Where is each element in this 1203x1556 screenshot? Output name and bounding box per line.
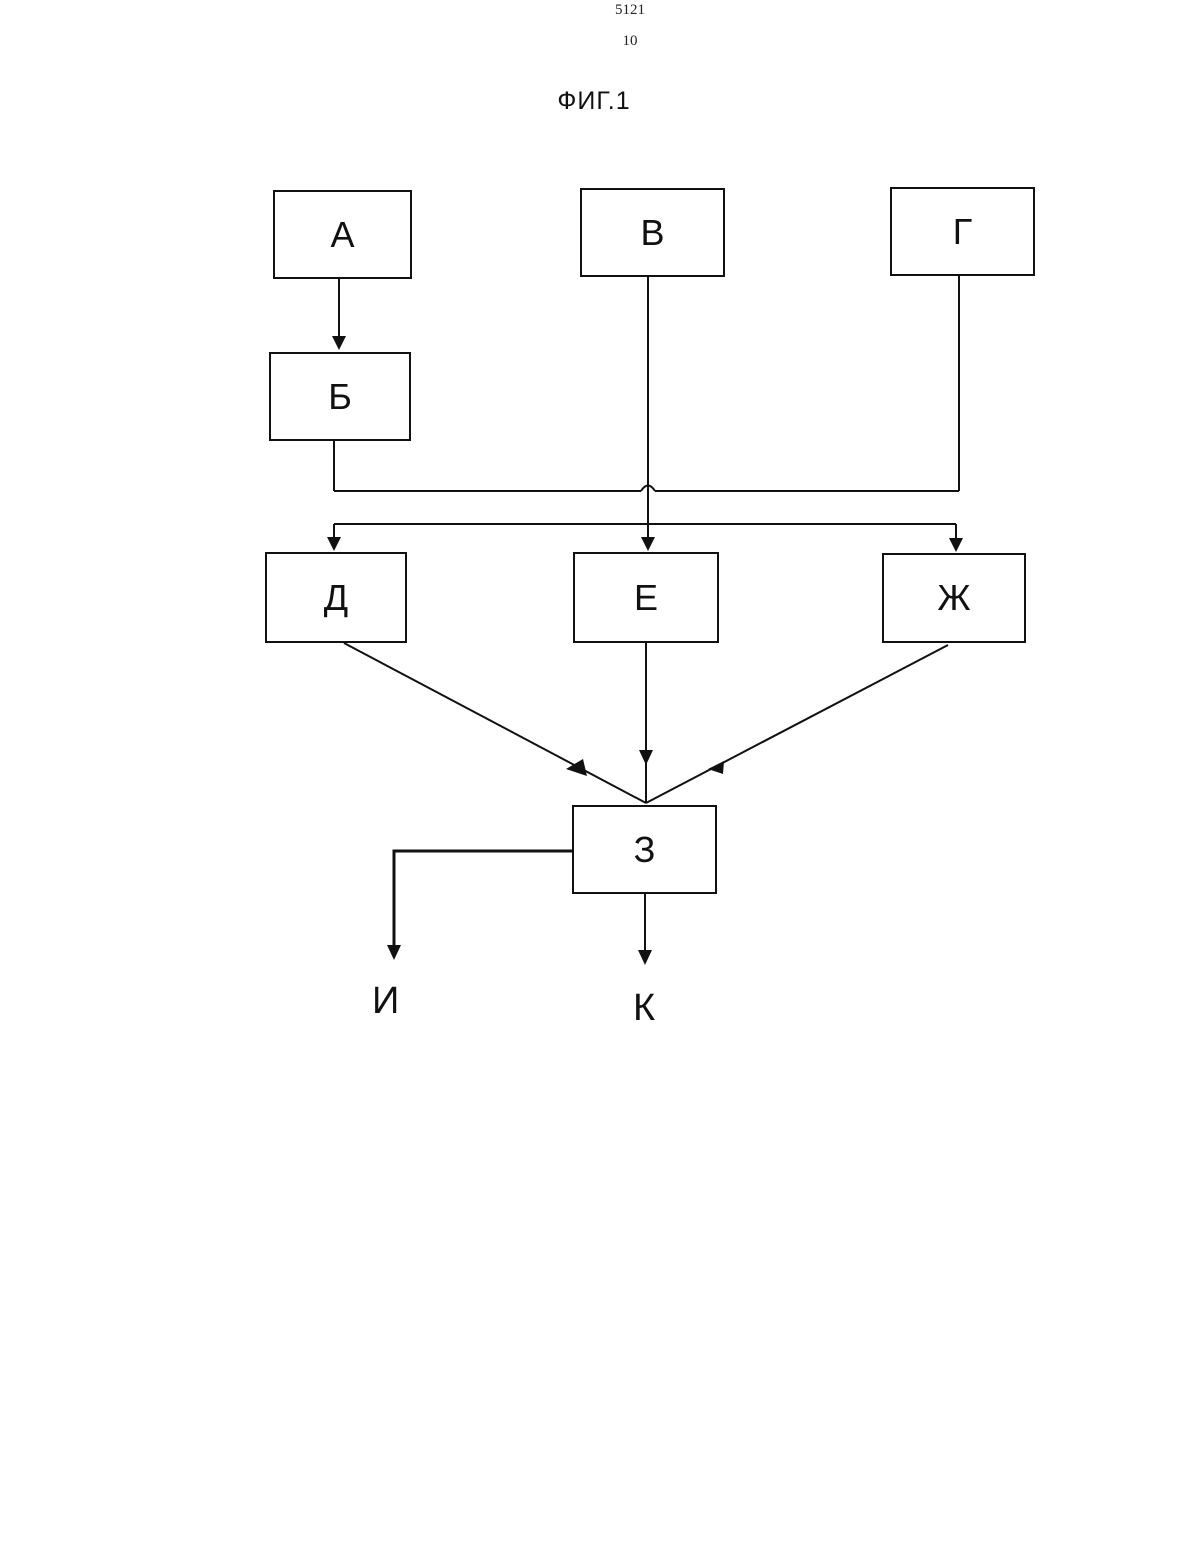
arrowhead-z-from-e [639,750,653,765]
block-z: З [572,805,717,894]
connector-zh-z [646,645,948,803]
output-label-i: И [372,980,399,1023]
arrowhead-k [638,950,652,965]
arrowhead-zh [949,538,963,552]
block-d: Д [265,552,407,643]
block-b: Б [269,352,411,441]
block-g: Г [890,187,1035,276]
arrowhead-i [387,945,401,960]
block-e: Е [573,552,719,643]
connector-d-z [344,643,646,803]
connector-z-i [394,851,573,948]
output-label-k: К [633,987,655,1030]
block-v: В [580,188,725,277]
arrowhead-z-from-zh [708,761,724,774]
block-zh: Ж [882,553,1026,643]
arrowhead-d [327,537,341,551]
block-a: А [273,190,412,279]
arrowhead-e [641,537,655,551]
arrowhead-b [332,336,346,350]
